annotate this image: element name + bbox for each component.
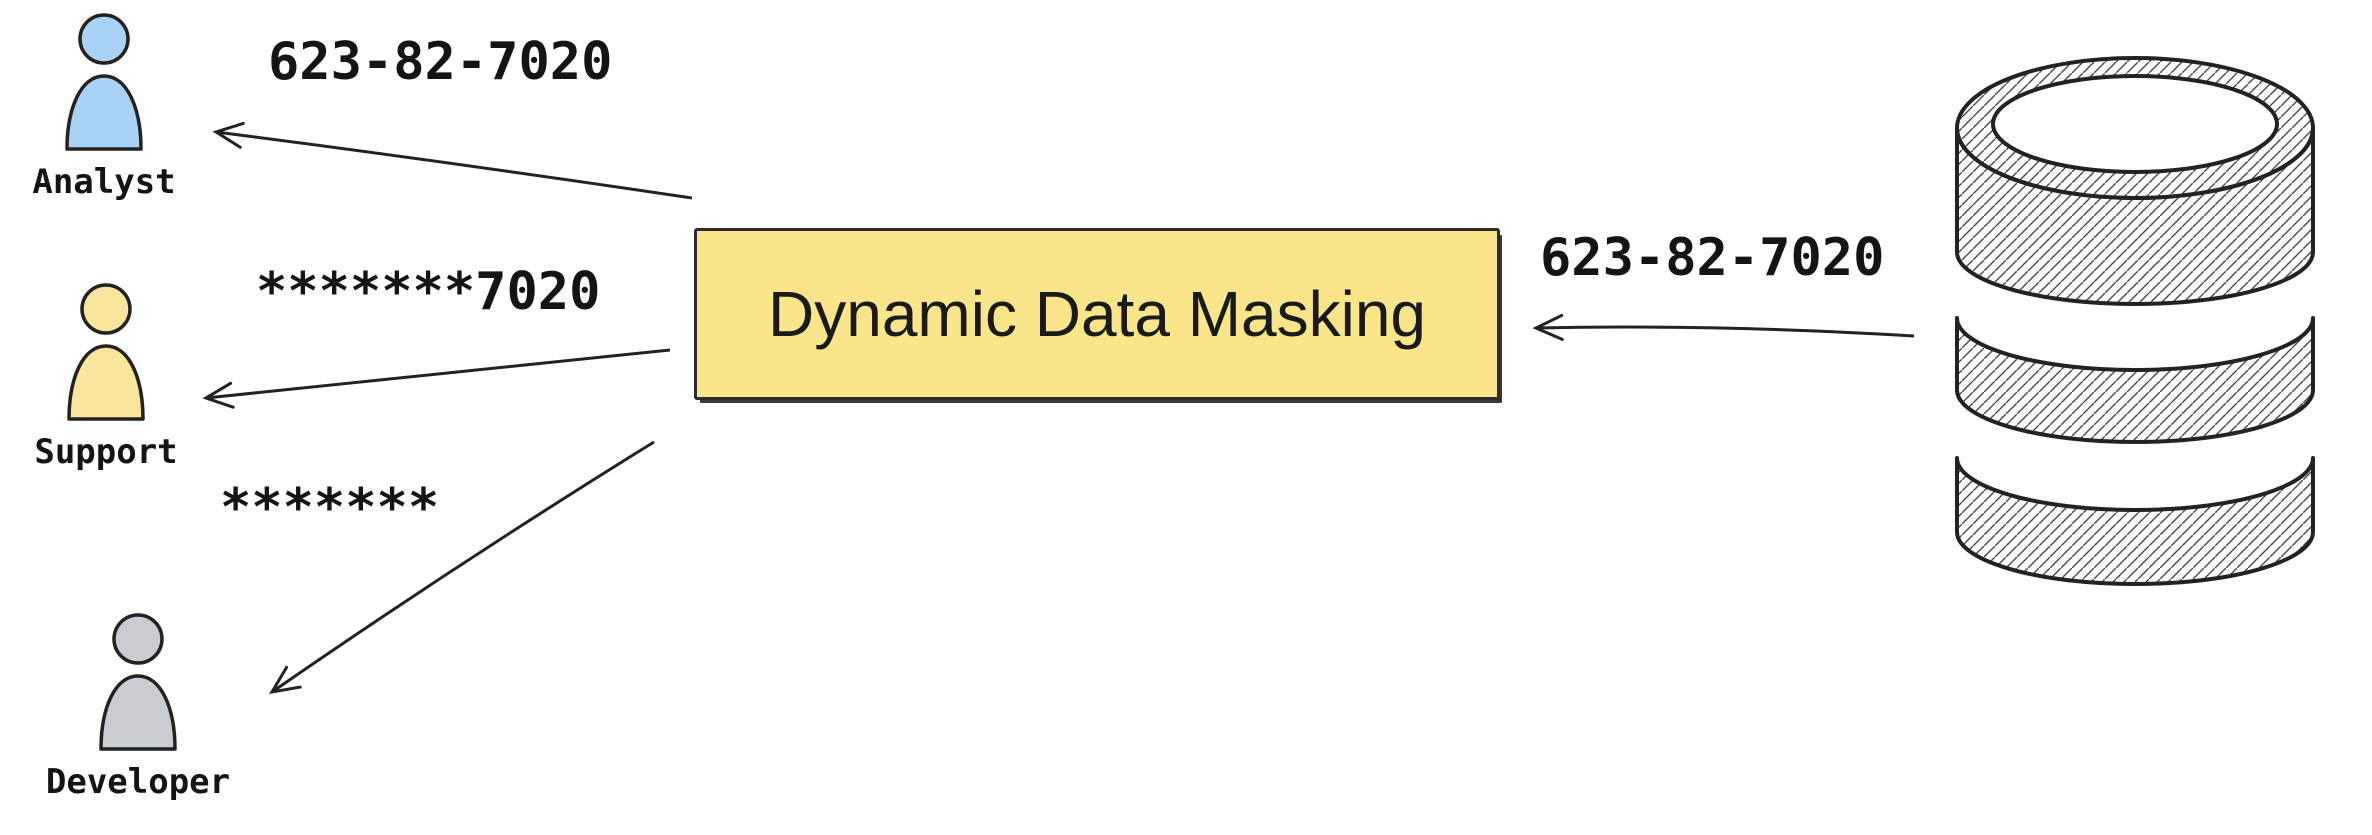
analyst-body (65, 74, 143, 151)
developer-person-icon (99, 613, 177, 751)
support-label: Support (34, 432, 178, 472)
developer-head (112, 613, 164, 665)
database-bottom-segment (1955, 456, 2315, 586)
analyst-head (78, 13, 130, 65)
arrow-to-analyst (212, 121, 693, 200)
developer-label: Developer (45, 762, 231, 802)
developer-figure: Developer (45, 612, 231, 802)
support-person-icon (67, 283, 145, 421)
masking-box: Dynamic Data Masking (694, 228, 1500, 400)
developer-body (99, 674, 177, 751)
analyst-person-icon (65, 13, 143, 151)
support-value: *******7020 (256, 262, 601, 322)
arrow-to-support (202, 348, 671, 409)
source-value: 623-82-7020 (1540, 228, 1885, 288)
arrow-db-to-box (1532, 313, 1915, 341)
support-body (67, 344, 145, 421)
analyst-label: Analyst (32, 162, 176, 202)
support-figure: Support (16, 282, 196, 472)
database-top-face (1991, 74, 2279, 174)
developer-value: ******* (220, 478, 440, 538)
masking-box-label: Dynamic Data Masking (768, 278, 1426, 350)
database-middle-segment (1955, 316, 2315, 444)
support-head (80, 283, 132, 335)
analyst-figure: Analyst (14, 12, 194, 202)
database-icon (1955, 56, 2315, 586)
analyst-value: 623-82-7020 (268, 32, 613, 92)
